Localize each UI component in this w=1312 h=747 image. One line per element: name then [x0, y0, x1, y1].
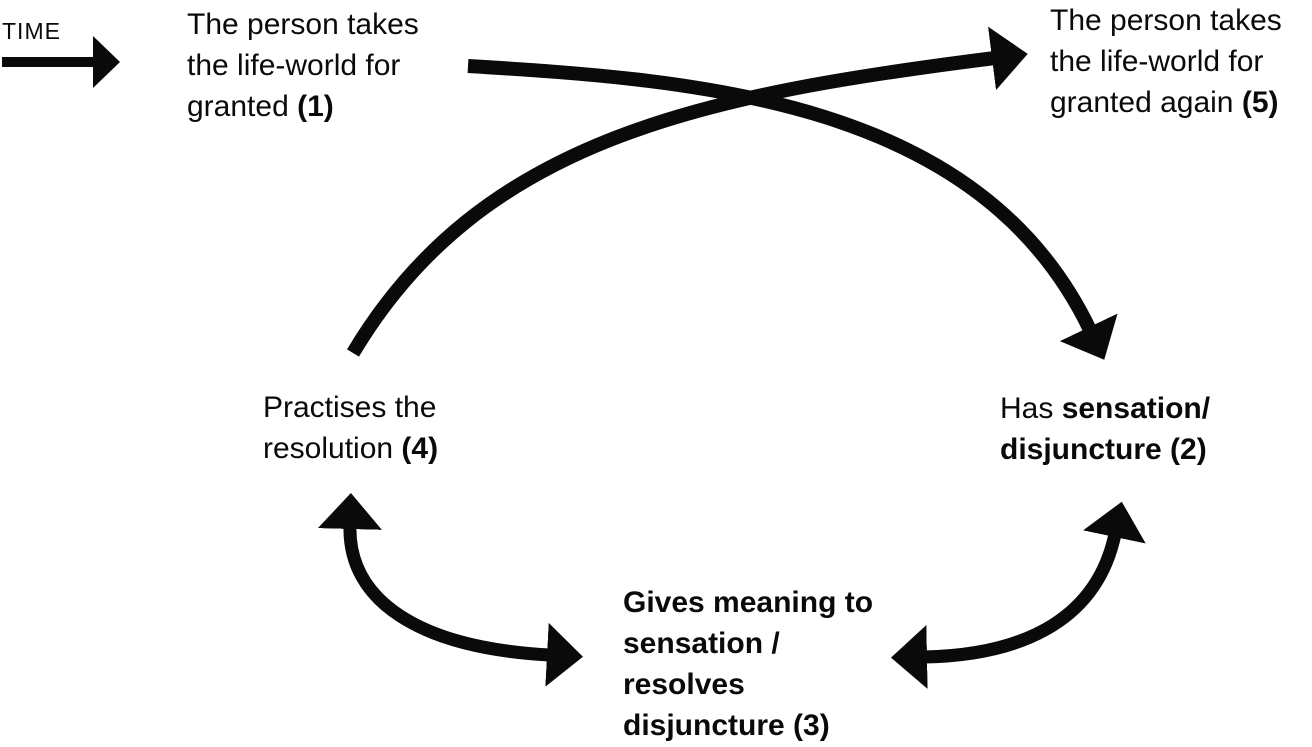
node-line: Gives meaning to: [623, 586, 874, 619]
node-takes-life-world-granted-1: The person takes the life-world for gran…: [187, 4, 419, 127]
node-line: Has sensation/: [1000, 392, 1211, 425]
node-gives-meaning-resolves-3: Gives meaning to sensation / resolves di…: [623, 582, 873, 746]
step-number-5: (5): [1241, 86, 1279, 119]
arrow-4-3-bidirectional: [317, 493, 583, 687]
node-line: disjuncture (2): [1000, 433, 1207, 466]
arrow-3-2-bidirectional: [891, 501, 1146, 689]
arrow-4-to-5: [346, 26, 1028, 357]
node-line: The person takes: [187, 8, 419, 41]
node-line: granted (1): [187, 90, 334, 123]
step-number-4: (4): [401, 432, 439, 465]
node-takes-life-world-granted-again-5: The person takes the life-world for gran…: [1050, 0, 1282, 123]
arrow-1-to-2: [467, 59, 1118, 360]
node-line: Practises the: [263, 391, 437, 424]
arrow-strokes: [2, 26, 1146, 689]
node-line: the life-world for: [1050, 45, 1264, 78]
node-line: The person takes: [1050, 4, 1282, 37]
step-number-1: (1): [297, 90, 334, 123]
node-line: the life-world for: [187, 49, 401, 82]
node-line: disjuncture (3): [623, 709, 830, 742]
node-line: resolution (4): [263, 432, 439, 465]
node-practises-resolution-4: Practises the resolution (4): [263, 387, 438, 469]
node-line: sensation /: [623, 627, 780, 660]
node-has-sensation-disjuncture-2: Has sensation/ disjuncture (2): [1000, 388, 1210, 470]
time-label: TIME: [2, 18, 61, 44]
node-line: granted again (5): [1050, 86, 1279, 119]
node-line: resolves: [623, 668, 745, 701]
